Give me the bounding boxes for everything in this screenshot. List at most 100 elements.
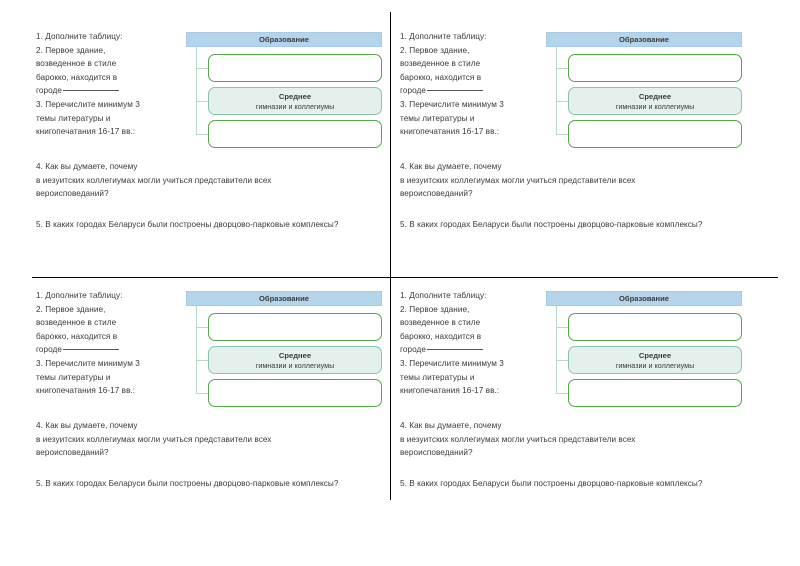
question-5: 5. В каких городах Беларуси были построе… (36, 220, 339, 229)
connector-trunk (556, 306, 557, 394)
question-3-line-3: книгопечатания 16-17 вв.: (36, 386, 136, 396)
question-1: 1. Дополните таблицу: (400, 32, 487, 41)
question-2-city-word: городе (400, 345, 426, 355)
answer-blank-line[interactable] (62, 89, 119, 92)
question-3-line-1: 3. Перечислите минимум 3 (400, 99, 504, 109)
question-2-city-word: городе (36, 86, 62, 96)
connector-trunk (196, 306, 197, 394)
question-3-line-2: темы литературы и (400, 113, 475, 123)
worksheet-copy-bottom-left: 1. Дополните таблицу: 2. Первое здание, … (0, 281, 390, 546)
vertical-divider (390, 12, 391, 500)
connector-branch-1 (556, 68, 568, 69)
education-diagram: Образование Среднее гимназии и коллегиум… (542, 32, 742, 156)
question-2-line-2: возведенное в стиле (400, 59, 481, 69)
question-4-line-2: в иезуитских коллегиумах могли учиться п… (400, 175, 636, 185)
question-2-line-3: барокко, находится в (36, 72, 118, 82)
question-3-line-2: темы литературы и (36, 372, 111, 382)
connector-branch-2 (196, 101, 208, 102)
diagram-node-secondary-sublabel: гимназии и коллегиумы (615, 360, 695, 370)
connector-branch-1 (196, 68, 208, 69)
question-4-line-2: в иезуитских коллегиумах могли учиться п… (36, 434, 272, 444)
question-3-line-2: темы литературы и (400, 372, 475, 382)
diagram-root-label: Образование (258, 294, 310, 303)
question-4-block: 4. Как вы думаете, почему в иезуитских к… (36, 160, 386, 201)
question-4-line-1: 4. Как вы думаете, почему (36, 162, 138, 171)
answer-blank-line[interactable] (426, 348, 483, 351)
question-4-line-1: 4. Как вы думаете, почему (400, 421, 502, 430)
diagram-root-node: Образование (546, 32, 742, 47)
connector-branch-2 (556, 360, 568, 361)
question-5-block: 5. В каких городах Беларуси были построе… (400, 218, 760, 232)
connector-branch-3 (556, 134, 568, 135)
question-2-line-2: возведенное в стиле (36, 318, 117, 328)
diagram-node-secondary: Среднее гимназии и коллегиумы (568, 346, 742, 374)
question-2-line-4: городе (400, 84, 550, 98)
diagram-node-blank-2[interactable] (568, 379, 742, 407)
question-2-line-1: 2. Первое здание, (36, 45, 106, 55)
diagram-node-secondary-sublabel: гимназии и коллегиумы (255, 101, 335, 111)
question-3-line-1: 3. Перечислите минимум 3 (36, 99, 140, 109)
connector-branch-3 (196, 393, 208, 394)
diagram-node-blank-2[interactable] (568, 120, 742, 148)
diagram-root-node: Образование (186, 32, 382, 47)
connector-trunk (556, 47, 557, 135)
question-2-line-2: возведенное в стиле (36, 59, 117, 69)
question-2-city-word: городе (36, 345, 62, 355)
question-2-line-1: 2. Первое здание, (400, 304, 470, 314)
diagram-root-label: Образование (618, 294, 670, 303)
question-5: 5. В каких городах Беларуси были построе… (400, 479, 703, 488)
question-2-city-word: городе (400, 86, 426, 96)
question-3-line-2: темы литературы и (36, 113, 111, 123)
question-4-block: 4. Как вы думаете, почему в иезуитских к… (36, 419, 386, 460)
question-column: 1. Дополните таблицу: 2. Первое здание, … (36, 289, 186, 398)
worksheet-copy-bottom-right: 1. Дополните таблицу: 2. Первое здание, … (394, 281, 784, 546)
connector-branch-3 (556, 393, 568, 394)
diagram-root-node: Образование (546, 291, 742, 306)
question-2-line-4: городе (400, 343, 550, 357)
diagram-node-secondary-label: Среднее (278, 350, 312, 360)
question-2-line-1: 2. Первое здание, (36, 304, 106, 314)
question-4-line-1: 4. Как вы думаете, почему (36, 421, 138, 430)
question-4-line-3: вероисповеданий? (36, 189, 109, 199)
question-column: 1. Дополните таблицу: 2. Первое здание, … (400, 289, 550, 398)
question-2-line-4: городе (36, 343, 186, 357)
question-3-line-3: книгопечатания 16-17 вв.: (400, 386, 500, 396)
diagram-node-blank-1[interactable] (208, 313, 382, 341)
connector-trunk (196, 47, 197, 135)
question-column: 1. Дополните таблицу: 2. Первое здание, … (400, 30, 550, 139)
diagram-node-blank-2[interactable] (208, 120, 382, 148)
question-1: 1. Дополните таблицу: (36, 32, 123, 41)
diagram-node-secondary-label: Среднее (638, 350, 672, 360)
question-5: 5. В каких городах Беларуси были построе… (36, 479, 339, 488)
education-diagram: Образование Среднее гимназии и коллегиум… (542, 291, 742, 415)
worksheet-copy-top-left: 1. Дополните таблицу: 2. Первое здание, … (0, 22, 390, 287)
question-4-line-2: в иезуитских коллегиумах могли учиться п… (400, 434, 636, 444)
question-4-line-3: вероисповеданий? (400, 189, 473, 199)
question-2-line-3: барокко, находится в (400, 72, 482, 82)
connector-branch-2 (556, 101, 568, 102)
diagram-node-blank-1[interactable] (568, 54, 742, 82)
question-5-block: 5. В каких городах Беларуси были построе… (400, 477, 760, 491)
diagram-node-blank-1[interactable] (208, 54, 382, 82)
question-4-line-3: вероисповеданий? (400, 448, 473, 458)
diagram-node-secondary-label: Среднее (278, 91, 312, 101)
question-column: 1. Дополните таблицу: 2. Первое здание, … (36, 30, 186, 139)
answer-blank-line[interactable] (426, 89, 483, 92)
question-4-block: 4. Как вы думаете, почему в иезуитских к… (400, 419, 750, 460)
question-1: 1. Дополните таблицу: (36, 291, 123, 300)
answer-blank-line[interactable] (62, 348, 119, 351)
question-5: 5. В каких городах Беларуси были построе… (400, 220, 703, 229)
worksheet-copy-top-right: 1. Дополните таблицу: 2. Первое здание, … (394, 22, 784, 287)
diagram-root-label: Образование (258, 35, 310, 44)
diagram-node-secondary: Среднее гимназии и коллегиумы (568, 87, 742, 115)
question-3-line-3: книгопечатания 16-17 вв.: (400, 127, 500, 137)
connector-branch-3 (196, 134, 208, 135)
question-3-line-1: 3. Перечислите минимум 3 (400, 358, 504, 368)
diagram-node-blank-2[interactable] (208, 379, 382, 407)
diagram-node-blank-1[interactable] (568, 313, 742, 341)
diagram-node-secondary-sublabel: гимназии и коллегиумы (255, 360, 335, 370)
question-4-line-1: 4. Как вы думаете, почему (400, 162, 502, 171)
question-3-line-1: 3. Перечислите минимум 3 (36, 358, 140, 368)
question-2-line-3: барокко, находится в (36, 331, 118, 341)
diagram-node-secondary-sublabel: гимназии и коллегиумы (615, 101, 695, 111)
